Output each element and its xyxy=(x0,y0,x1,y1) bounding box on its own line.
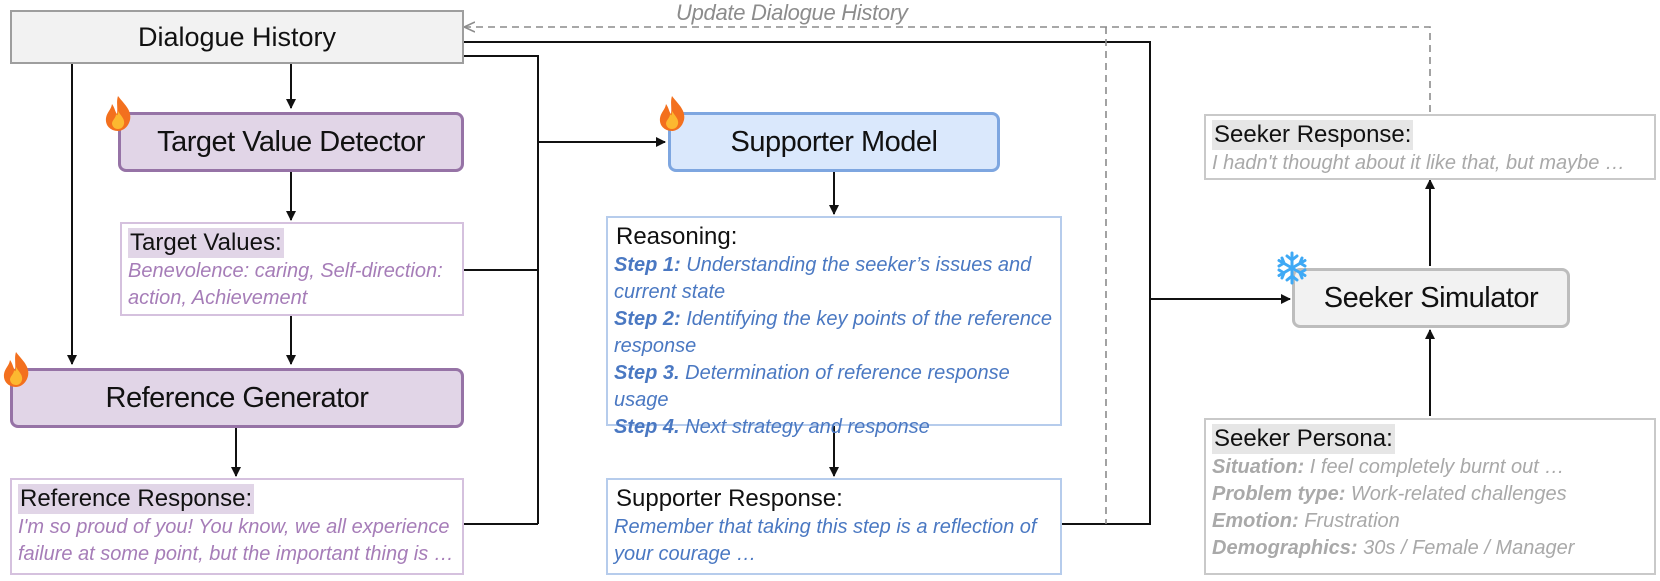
persona-label: Demographics: xyxy=(1212,537,1358,559)
step-text: Identifying the key points of the refere… xyxy=(614,308,1053,357)
seeker-response-panel: Seeker Response: I hadn't thought about … xyxy=(1204,114,1656,180)
dashed-update-loop xyxy=(464,27,1431,112)
persona-label: Emotion: xyxy=(1212,510,1299,532)
reasoning-step: Step 3. Determination of reference respo… xyxy=(614,360,1054,414)
step-text: Understanding the seeker’s issues and cu… xyxy=(614,254,1032,303)
supporter-response-panel: Supporter Response: Remember that taking… xyxy=(606,478,1062,575)
target-value-detector: Target Value Detector xyxy=(118,112,464,172)
seeker-simulator-label: Seeker Simulator xyxy=(1323,281,1539,314)
supporter-model: Supporter Model xyxy=(668,112,1000,172)
persona-value: I feel completely burnt out … xyxy=(1309,456,1565,478)
persona-value: Work-related challenges xyxy=(1350,483,1567,505)
reasoning-step: Step 2: Identifying the key points of th… xyxy=(614,306,1054,360)
persona-item: Demographics: 30s / Female / Manager xyxy=(1212,535,1648,562)
flame-icon xyxy=(105,96,131,131)
seeker-persona-heading: Seeker Persona: xyxy=(1212,424,1395,454)
dialogue-history-label: Dialogue History xyxy=(137,21,337,52)
flame-icon xyxy=(659,96,685,131)
snowflake-icon xyxy=(1277,251,1307,285)
reasoning-panel: Reasoning: Step 1: Understanding the see… xyxy=(606,216,1062,438)
step-label: Step 4. xyxy=(614,416,680,438)
persona-item: Situation: I feel completely burnt out … xyxy=(1212,454,1648,481)
update-history-label: Update Dialogue History xyxy=(676,0,908,25)
persona-label: Problem type: xyxy=(1212,483,1346,505)
seeker-persona-panel: Seeker Persona: Situation: I feel comple… xyxy=(1204,418,1656,575)
reference-response-text: I'm so proud of you! You know, we all ex… xyxy=(18,516,454,565)
flame-icon xyxy=(3,352,29,387)
seeker-simulator: Seeker Simulator xyxy=(1292,268,1570,328)
target-values-text: Benevolence: caring, Self-direction: act… xyxy=(128,260,443,309)
target-values-heading: Target Values: xyxy=(128,228,284,258)
step-label: Step 2: xyxy=(614,308,681,330)
reasoning-step: Step 1: Understanding the seeker’s issue… xyxy=(614,252,1054,306)
reference-response-heading: Reference Response: xyxy=(18,484,255,514)
step-label: Step 3. xyxy=(614,362,680,384)
supporter-response-text: Remember that taking this step is a refl… xyxy=(614,516,1037,565)
step-text: Next strategy and response xyxy=(685,416,930,438)
reference-generator-label: Reference Generator xyxy=(105,381,369,414)
persona-item: Emotion: Frustration xyxy=(1212,508,1648,535)
target-value-detector-label: Target Value Detector xyxy=(157,125,425,158)
line-history-right xyxy=(464,55,539,524)
supporter-model-label: Supporter Model xyxy=(730,125,938,158)
step-label: Step 1: xyxy=(614,254,681,276)
target-values-panel: Target Values: Benevolence: caring, Self… xyxy=(120,222,464,316)
persona-item: Problem type: Work-related challenges xyxy=(1212,481,1648,508)
persona-value: Frustration xyxy=(1304,510,1400,532)
step-text: Determination of reference response usag… xyxy=(614,362,1010,411)
reasoning-step: Step 4. Next strategy and response xyxy=(614,414,1054,441)
persona-label: Situation: xyxy=(1212,456,1305,478)
seeker-response-text: I hadn't thought about it like that, but… xyxy=(1212,152,1625,174)
reference-response-panel: Reference Response: I'm so proud of you!… xyxy=(10,478,464,575)
reasoning-heading: Reasoning: xyxy=(616,223,738,250)
supporter-response-heading: Supporter Response: xyxy=(616,485,843,512)
dialogue-history-box: Dialogue History xyxy=(10,10,464,64)
seeker-response-heading: Seeker Response: xyxy=(1212,120,1414,150)
persona-value: 30s / Female / Manager xyxy=(1363,537,1575,559)
reference-generator: Reference Generator xyxy=(10,368,464,428)
